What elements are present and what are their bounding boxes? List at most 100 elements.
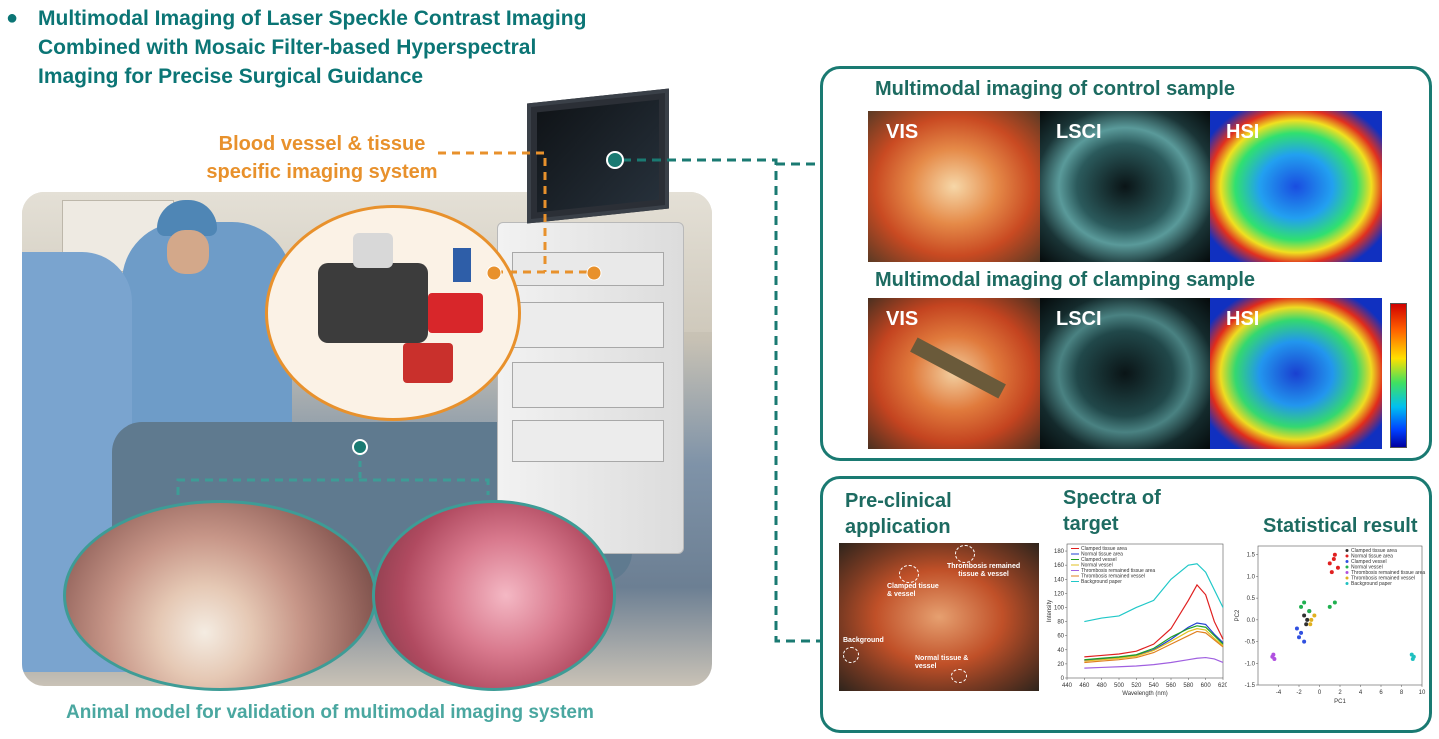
x-tick-label: 580 [1183, 683, 1194, 689]
thrombosis-label: Thrombosis remained tissue & vessel [947, 563, 1020, 579]
normal-label-line-1: Normal tissue & [915, 655, 969, 662]
red-base [403, 343, 453, 383]
clamping-lsci-image: LSCI [1040, 298, 1210, 449]
scatter-point [1335, 565, 1340, 570]
spectra-series-line [1084, 563, 1224, 623]
y-tick-label: 120 [1054, 591, 1065, 597]
title-bullet: ● [6, 7, 19, 29]
y-tick-label: 0.5 [1247, 596, 1256, 602]
legend-entry: Clamped tissue area [1081, 546, 1127, 552]
scatter-point [1309, 617, 1314, 622]
scatter-point [1302, 613, 1307, 618]
legend-entry: Background paper [1351, 581, 1392, 587]
y-tick-label: 20 [1057, 662, 1064, 668]
blue-module [453, 248, 471, 282]
background-marker [843, 647, 859, 663]
x-tick-label: 440 [1062, 683, 1073, 689]
clamping-hsi-label: HSI [1226, 308, 1260, 330]
y-tick-label: 1.5 [1247, 553, 1256, 559]
legend-entry: Normal vessel [1081, 563, 1113, 569]
clamping-lsci-label: LSCI [1056, 308, 1102, 330]
microscope-body [318, 263, 428, 343]
clamped-marker [899, 565, 919, 583]
x-axis-label: Wavelength (nm) [1122, 691, 1167, 697]
legend-entry: Normal tissue area [1351, 554, 1393, 560]
surgery-closeup-left [63, 500, 377, 691]
y-tick-label: 40 [1057, 648, 1064, 654]
statistical-title: Statistical result [1263, 515, 1418, 537]
spectra-series-line [1084, 630, 1224, 664]
legend-entry: Thrombosis remained vessel [1351, 576, 1415, 582]
preclinical-title-line-2: application [845, 516, 951, 538]
x-tick-label: -2 [1296, 690, 1302, 696]
spectra-title-line-2: target [1063, 513, 1119, 535]
x-tick-label: -4 [1276, 690, 1282, 696]
clamping-hsi-image: HSI [1210, 298, 1382, 449]
scatter-point [1302, 639, 1307, 644]
normal-label-line-2: vessel [915, 663, 937, 670]
y-tick-label: 140 [1054, 577, 1065, 583]
legend-marker [1345, 554, 1349, 558]
x-tick-label: 2 [1338, 690, 1342, 696]
legend-marker [1345, 549, 1349, 552]
surgery-closeup-right [372, 500, 616, 691]
legend-entry: Normal tissue area [1081, 552, 1123, 558]
x-axis-label: PC1 [1334, 699, 1346, 705]
scatter-point [1327, 604, 1332, 609]
x-tick-label: 560 [1166, 683, 1177, 689]
scatter-point [1299, 630, 1304, 635]
control-hsi-label: HSI [1226, 121, 1260, 143]
title-line-3: Imaging for Precise Surgical Guidance [38, 65, 424, 88]
control-lsci-image: LSCI [1040, 111, 1210, 262]
control-vis-image: VIS [868, 111, 1040, 262]
thrombosis-label-line-2: tissue & vessel [958, 571, 1009, 578]
legend-marker [1345, 582, 1349, 585]
scatter-point [1307, 609, 1312, 614]
clamped-label: Clamped tissue & vessel [887, 583, 939, 599]
legend-marker [1345, 565, 1349, 569]
x-tick-label: 500 [1114, 683, 1125, 689]
legend-marker [1345, 560, 1349, 563]
x-tick-label: 480 [1097, 683, 1108, 689]
scatter-point [1308, 622, 1313, 627]
x-tick-label: 620 [1218, 683, 1227, 689]
system-label-line-2: specific imaging system [206, 161, 438, 183]
clamping-vis-image: VIS [868, 298, 1040, 449]
y-tick-label: 1.0 [1247, 574, 1256, 580]
spectra-title-line-1: Spectra of [1063, 487, 1161, 509]
preclinical-photo: Clamped tissue & vessel Thrombosis remai… [839, 543, 1039, 691]
title-line-2: Combined with Mosaic Filter-based Hypers… [38, 36, 537, 59]
y-tick-label: -1.5 [1245, 683, 1256, 689]
clamped-label-line-2: & vessel [887, 591, 916, 598]
spectra-series-line [1084, 583, 1224, 658]
y-tick-label: 80 [1057, 620, 1064, 626]
control-hsi-image: HSI [1210, 111, 1382, 262]
x-tick-label: 0 [1318, 690, 1322, 696]
thrombosis-marker [955, 545, 975, 563]
y-tick-label: -0.5 [1245, 640, 1256, 646]
spectra-series-line [1084, 622, 1224, 661]
x-tick-label: 540 [1149, 683, 1160, 689]
y-axis-label: Intensity [1047, 600, 1053, 622]
cart-unit-3 [512, 362, 664, 408]
y-tick-label: 0 [1061, 676, 1065, 682]
scatter-point [1304, 622, 1309, 627]
title-line-1: Multimodal Imaging of Laser Speckle Cont… [38, 7, 587, 30]
legend-entry: Background paper [1081, 579, 1122, 585]
spectra-series-line [1084, 628, 1224, 662]
x-tick-label: 460 [1079, 683, 1090, 689]
y-tick-label: 100 [1054, 605, 1065, 611]
microscope-head [353, 233, 393, 268]
legend-entry: Thrombosis remained vessel [1081, 574, 1145, 580]
clamped-label-line-1: Clamped tissue [887, 583, 939, 590]
y-axis-label: PC2 [1235, 609, 1241, 621]
x-tick-label: 8 [1400, 690, 1404, 696]
cart-unit-1 [512, 252, 664, 286]
y-tick-label: 160 [1054, 563, 1065, 569]
plot-frame [1066, 543, 1224, 679]
legend-entry: Clamped tissue area [1351, 548, 1397, 554]
legend-marker [1345, 576, 1349, 580]
thrombosis-label-line-1: Thrombosis remained [947, 563, 1021, 570]
surgeon-face [167, 230, 209, 274]
